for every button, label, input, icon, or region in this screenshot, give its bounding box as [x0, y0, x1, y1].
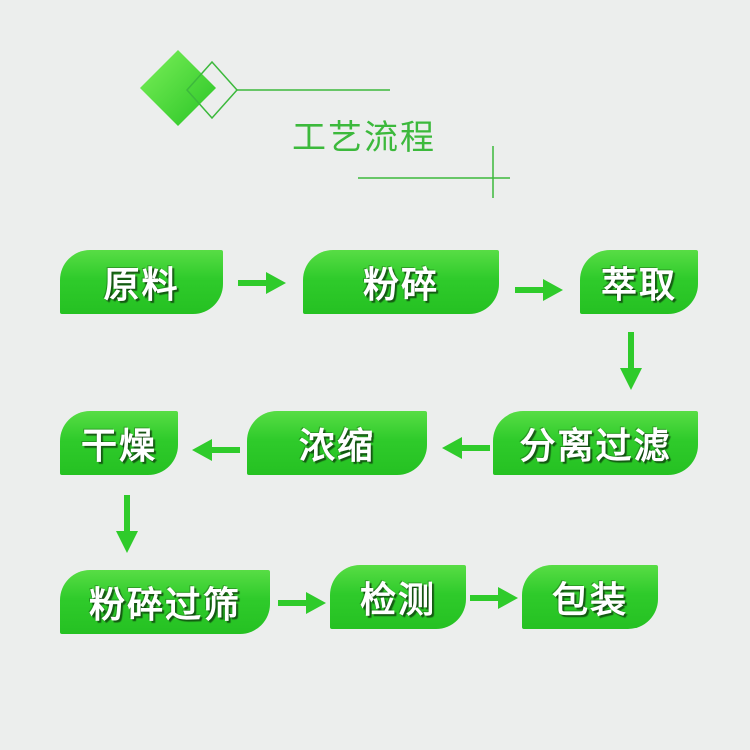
page-title: 工艺流程	[292, 118, 436, 158]
arrow-right-icon	[515, 279, 563, 301]
step-pack: 包装	[522, 565, 658, 629]
step-filter: 分离过滤	[493, 411, 698, 475]
step-extract: 萃取	[580, 250, 698, 314]
step-test: 检测	[330, 565, 466, 629]
step-dry: 干燥	[60, 411, 178, 475]
arrow-left-icon	[192, 439, 240, 461]
step-crush: 粉碎	[303, 250, 499, 314]
header-decoration	[140, 50, 510, 198]
step-concentrate: 浓缩	[247, 411, 427, 475]
arrow-down-icon	[116, 495, 138, 553]
arrow-right-icon	[238, 272, 286, 294]
arrow-right-icon	[278, 592, 326, 614]
diamond-icon	[140, 50, 216, 126]
step-sieve: 粉碎过筛	[60, 570, 270, 634]
diamond-outline-icon	[185, 60, 239, 120]
arrow-down-icon	[620, 332, 642, 390]
arrow-left-icon	[442, 437, 490, 459]
arrow-right-icon	[470, 587, 518, 609]
step-raw: 原料	[60, 250, 223, 314]
